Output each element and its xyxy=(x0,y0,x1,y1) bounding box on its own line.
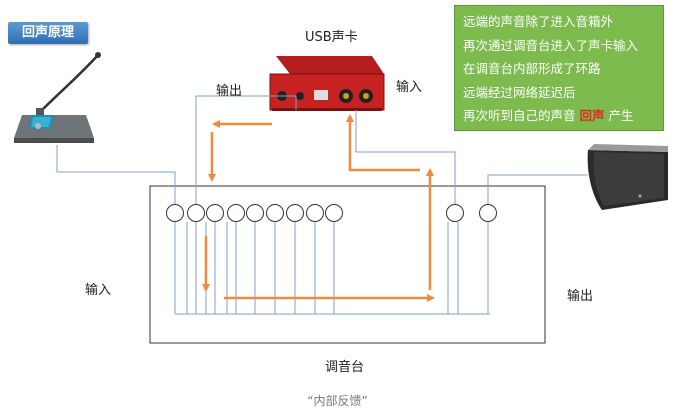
note-line: 远端经过网络延迟后 xyxy=(463,84,576,100)
mixer-channel xyxy=(325,204,343,222)
signal-wires xyxy=(56,95,588,315)
mixer-channel xyxy=(266,204,284,222)
mixer-input-label: 输入 xyxy=(85,283,112,298)
mixer-output-label: 输出 xyxy=(567,289,594,304)
mixer-box xyxy=(149,185,546,344)
mixer-channel xyxy=(246,204,264,222)
microphone-icon xyxy=(14,52,101,143)
mixer-channels xyxy=(166,204,497,222)
note-last-prefix: 再次听到自己的声音 xyxy=(463,108,576,123)
mixer-channel xyxy=(166,204,184,222)
note-line-last: 再次听到自己的声音 回声 产生 xyxy=(463,104,655,128)
note-line: 在调音台内部形成了环路 xyxy=(463,61,601,76)
title-badge: 回声原理 xyxy=(8,22,88,44)
card-input-label: 输入 xyxy=(396,80,423,95)
mixer-channel xyxy=(206,204,224,222)
arrow-back-to-card xyxy=(346,114,420,172)
mixer-label: 调音台 xyxy=(325,360,365,375)
mixer-channel xyxy=(227,204,245,222)
usb-sound-card-icon xyxy=(269,56,385,111)
explanation-note: 远端的声音除了进入音箱外 再次通过调音台进入了声卡输入 在调音台内部形成了环路 … xyxy=(454,5,664,131)
mixer-channel xyxy=(286,204,304,222)
note-line: 远端的声音除了进入音箱外 xyxy=(463,14,614,29)
note-line: 再次通过调音台进入了声卡输入 xyxy=(463,37,639,53)
usb-card-label: USB声卡 xyxy=(305,30,358,45)
mixer-channel xyxy=(306,204,324,222)
mixer-channel xyxy=(187,204,205,222)
speaker-icon xyxy=(587,144,668,210)
feedback-arrows xyxy=(202,114,435,302)
mixer-aux-out xyxy=(446,204,464,222)
note-last-suffix: 产生 xyxy=(608,108,634,123)
caption: “内部反馈” xyxy=(307,394,368,408)
card-output-label: 输出 xyxy=(216,84,243,99)
note-highlight: 回声 xyxy=(579,108,605,123)
mixer-main-out xyxy=(479,204,497,222)
